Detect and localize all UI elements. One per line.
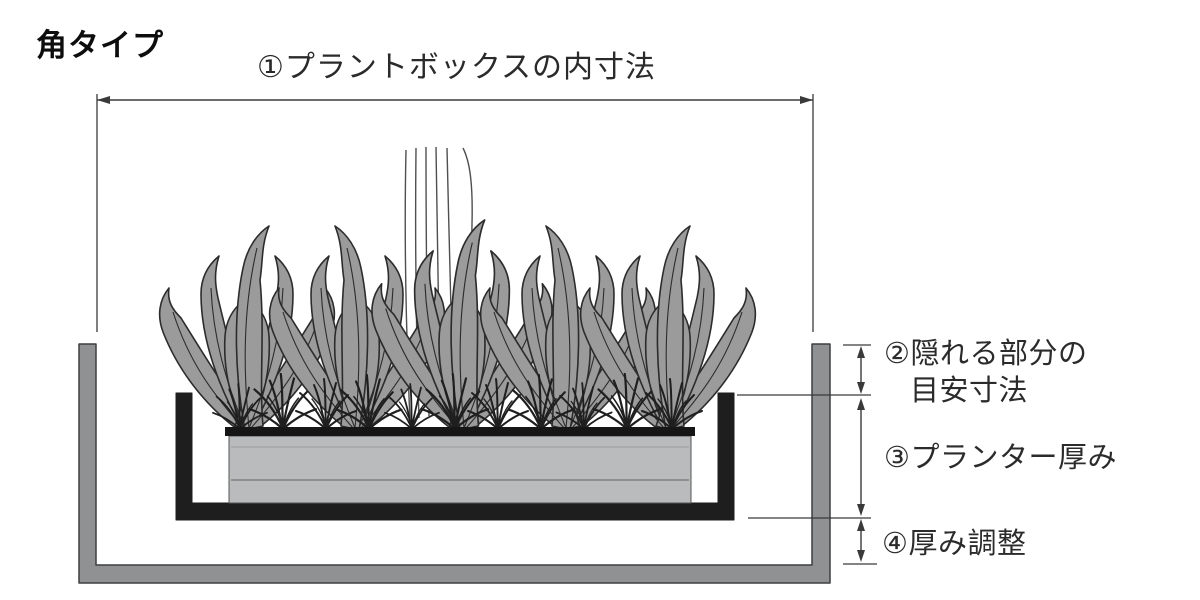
type-heading: 角タイプ xyxy=(36,28,164,63)
right-dimension-lines xyxy=(737,344,877,565)
inner-dimension-line xyxy=(96,94,814,332)
stand-frame xyxy=(175,392,735,521)
planter-rim xyxy=(225,427,695,436)
label-thickness-adjustment: ④厚み調整 xyxy=(882,528,1027,560)
diagram-title: ①プラントボックスの内寸法 xyxy=(257,51,656,84)
planter-body xyxy=(228,435,692,504)
label-planter-thickness: ③プランター厚み xyxy=(884,442,1117,474)
label-hidden-part-dimension: ②隠れる部分の 目安寸法 xyxy=(884,336,1088,410)
label-hidden-part-line1: ②隠れる部分の xyxy=(884,338,1088,370)
plant-box-outline xyxy=(78,343,831,584)
label-hidden-part-line2: 目安寸法 xyxy=(910,375,1029,407)
